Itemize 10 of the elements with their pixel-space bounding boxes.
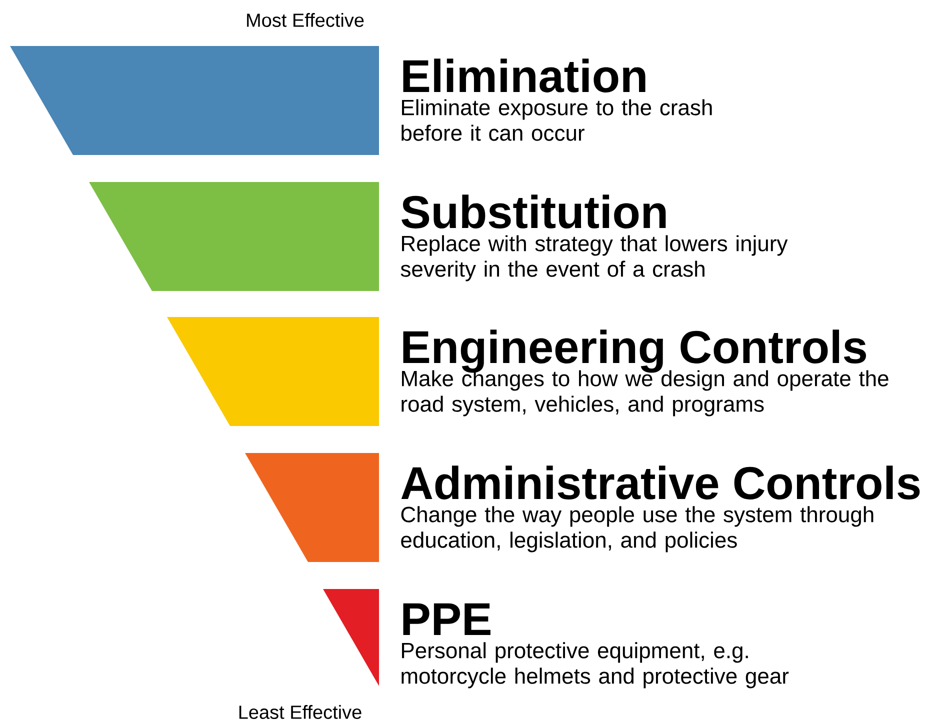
band-description: Replace with strategy that lowers injury severity in the event of a crash — [400, 235, 788, 282]
band-description: Personal protective equipment, e.g. motorcycle helmets and protective gear — [402, 642, 789, 688]
band-description: Eliminate exposure to the crash before it can occur — [402, 99, 712, 141]
band-title: Elimination — [403, 58, 646, 92]
band-description: Change the way people use the system through education, legislation, and policies — [401, 506, 874, 552]
band-title: PPE — [403, 603, 490, 635]
band-title: Administrative Controls — [401, 466, 920, 500]
band-title: Substitution — [402, 194, 666, 228]
scale-label: Most Effective — [247, 13, 364, 27]
scale-label: Least Effective — [239, 705, 362, 719]
